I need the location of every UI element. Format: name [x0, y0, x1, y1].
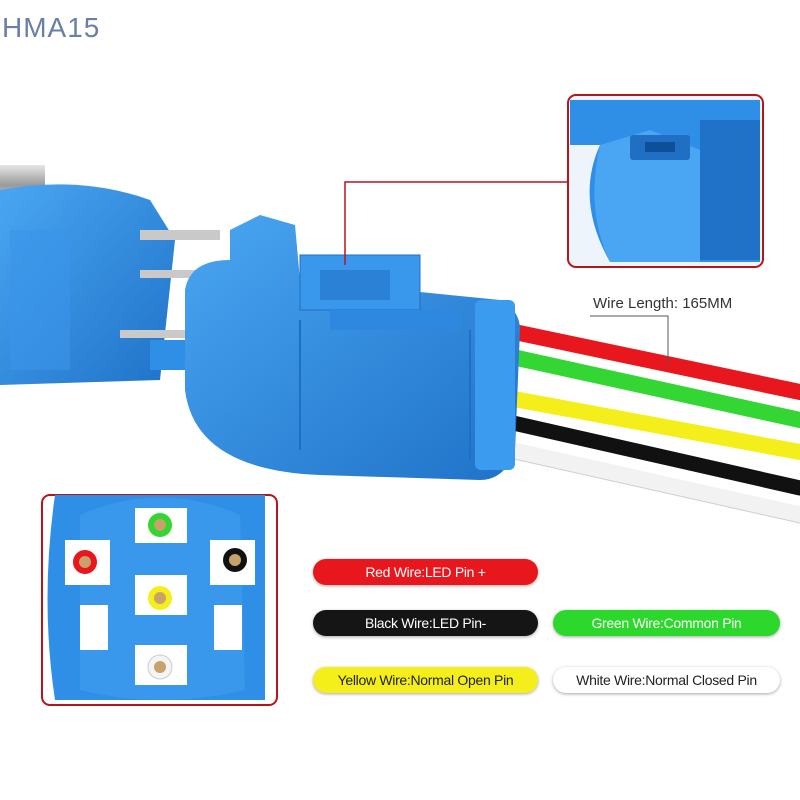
wire-bundle: [483, 322, 800, 524]
legend-yellow-wire: Yellow Wire:Normal Open Pin: [313, 667, 538, 693]
connector-housing: [185, 215, 520, 480]
zoom-inset: [567, 94, 764, 268]
legend-black-wire: Black Wire:LED Pin-: [313, 610, 538, 636]
wire-red: [497, 322, 800, 400]
switch-body: [0, 165, 220, 385]
wire-length-pointer: [590, 315, 669, 365]
legend-red-wire: Red Wire:LED Pin +: [313, 559, 538, 585]
pin-layout-inset: [41, 494, 278, 706]
wire-black: [492, 412, 800, 496]
wire-yellow: [490, 388, 800, 460]
legend-white-wire: White Wire:Normal Closed Pin: [553, 667, 780, 693]
wire-white: [483, 437, 800, 524]
watermark: HMA15: [2, 12, 101, 43]
callout-line: [344, 181, 568, 265]
wire-length-label: Wire Length: 165MM: [593, 295, 733, 312]
wire-green: [500, 348, 800, 428]
legend-green-wire: Green Wire:Common Pin: [553, 610, 780, 636]
